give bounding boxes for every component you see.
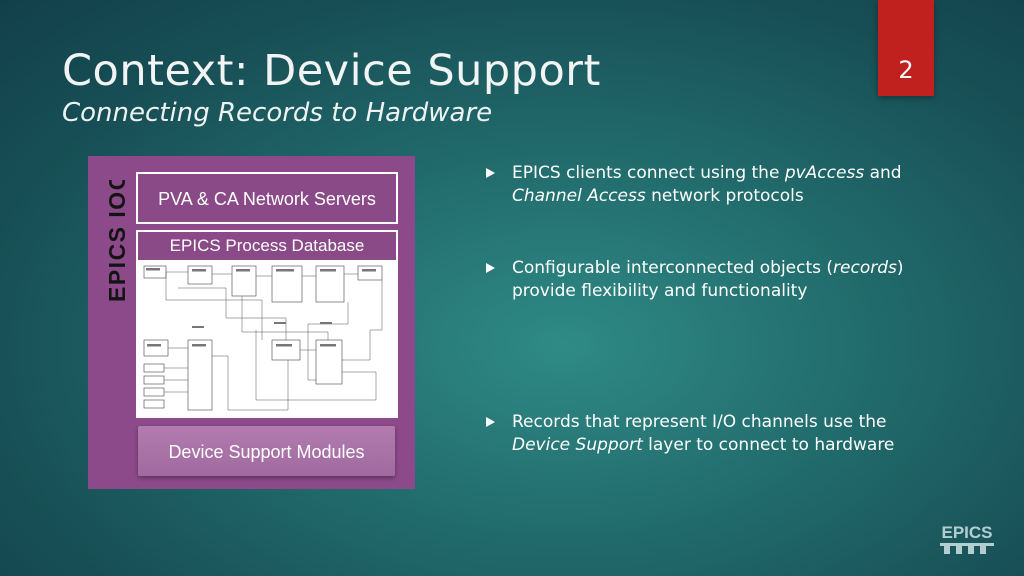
network-servers-label: PVA & CA Network Servers [158, 189, 376, 209]
record-node [143, 387, 165, 397]
page-number-tab: 2 [878, 0, 934, 96]
bullet-arrow-icon [486, 168, 495, 178]
bullet-item-protocols: EPICS clients connect using the pvAccess… [486, 162, 906, 212]
plain-text: ) provide flexibility and functionality [512, 258, 904, 301]
network-servers-box: PVA & CA Network Servers [136, 172, 398, 224]
record-node [143, 399, 165, 409]
bullet-text: Configurable interconnected objects (rec… [512, 257, 912, 303]
record-node [187, 339, 213, 411]
plain-text: Configurable interconnected objects ( [512, 258, 834, 278]
plain-text: EPICS clients connect using the [512, 163, 785, 183]
page-title: Context: Device Support [62, 46, 601, 96]
record-node [315, 265, 345, 303]
process-database-label: EPICS Process Database [169, 236, 365, 255]
page-subtitle: Connecting Records to Hardware [62, 98, 493, 128]
emphasis-text: Channel Access [512, 186, 646, 206]
logo-text: EPICS [941, 523, 992, 542]
epics-logo-icon: EPICS [938, 522, 996, 556]
bullet-arrow-icon [486, 417, 495, 427]
record-node [357, 265, 383, 281]
plain-text: layer to connect to hardware [642, 435, 895, 455]
process-database-box: EPICS Process Database [136, 230, 398, 418]
plain-text: and [864, 163, 902, 183]
bullet-text: Records that represent I/O channels use … [512, 411, 912, 457]
record-node [143, 265, 167, 279]
record-graph-illustration [143, 265, 383, 411]
record-node [271, 339, 301, 361]
bullet-text: EPICS clients connect using the pvAccess… [512, 162, 912, 208]
process-database-header: EPICS Process Database [138, 232, 396, 260]
epics-ioc-label-text: EPICS IOC [104, 180, 130, 302]
record-node [143, 375, 165, 385]
record-node [143, 339, 169, 357]
bullet-arrow-icon [486, 263, 495, 273]
emphasis-text: records [833, 258, 897, 278]
plain-text: Records that represent I/O channels use … [512, 412, 887, 432]
device-support-modules-box: Device Support Modules [138, 426, 395, 476]
page-number: 2 [898, 56, 914, 84]
plain-text: network protocols [645, 186, 804, 206]
emphasis-text: pvAccess [784, 163, 865, 183]
record-node [271, 265, 303, 303]
record-node [187, 265, 213, 285]
record-node [143, 363, 165, 373]
emphasis-text: Device Support [512, 435, 643, 455]
epics-ioc-label: EPICS IOC [95, 180, 141, 304]
bullet-item-device-support: Records that represent I/O channels use … [486, 411, 906, 483]
record-node [315, 339, 343, 385]
bullet-item-records: Configurable interconnected objects (rec… [486, 257, 906, 329]
device-support-modules-label: Device Support Modules [168, 442, 365, 462]
